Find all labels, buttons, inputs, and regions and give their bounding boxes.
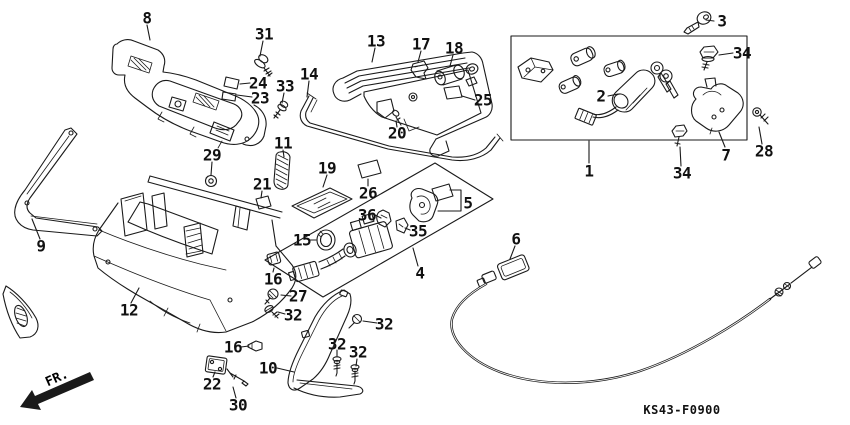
- part-label-32-40: 32: [348, 342, 368, 362]
- part-31-screw: [254, 54, 273, 77]
- part-33-screw: [273, 100, 289, 119]
- part-12-inner-box: [92, 175, 297, 334]
- drawing-code: KS43-F0900: [643, 403, 721, 417]
- part-label-6-28: 6: [511, 229, 521, 249]
- part-label-12-30: 12: [119, 300, 139, 320]
- part-label-11-19: 11: [273, 133, 293, 153]
- part-label-34-12: 34: [732, 43, 752, 63]
- part-32-screw-b: [348, 313, 363, 329]
- part-label-32-39: 32: [327, 334, 347, 354]
- part-label-9-29: 9: [36, 236, 46, 256]
- part-16-clip-upper: [266, 251, 282, 266]
- part-16-clip-lower: [247, 340, 263, 352]
- part-27-pin: [264, 288, 279, 305]
- part-19-tray-mat: [291, 187, 353, 219]
- part-13-lid-frame: [332, 51, 493, 157]
- part-label-27-32: 27: [288, 286, 308, 306]
- part-label-13-6: 13: [366, 31, 386, 51]
- part-8-upper-lid: [111, 39, 267, 149]
- part-26-plate: [357, 159, 382, 179]
- part-label-36-23: 36: [357, 205, 377, 225]
- part-label-33-4: 33: [275, 76, 295, 96]
- part-label-5-25: 5: [463, 193, 473, 213]
- part-label-31-1: 31: [254, 24, 274, 44]
- part-2-main-lock-cylinder: [574, 61, 679, 126]
- part-4-assembly-outline: [264, 162, 494, 298]
- part-5-latch: [409, 183, 454, 223]
- part-10-side-panel: [287, 289, 364, 398]
- part-label-23-3: 23: [250, 88, 270, 108]
- part-label-18-8: 18: [444, 38, 464, 58]
- part-36-clip: [376, 209, 392, 228]
- part-label-32-33: 32: [283, 305, 303, 325]
- part-14-seal-strip: [299, 92, 504, 162]
- part-25-plate: [443, 85, 463, 100]
- part-label-22-36: 22: [202, 374, 222, 394]
- part-21-plate: [255, 195, 272, 210]
- part-label-14-5: 14: [299, 64, 319, 84]
- front-direction-arrow: [20, 372, 94, 410]
- part-34-bolt-lower: [671, 124, 688, 147]
- part-15-knob: [316, 229, 336, 251]
- part-32-screw-d: [350, 364, 360, 385]
- part-label-3-11: 3: [717, 11, 727, 31]
- part-35-clip: [395, 217, 409, 234]
- part-label-32-38: 32: [374, 314, 394, 334]
- part-label-2-13: 2: [596, 86, 606, 106]
- part-23-plate: [221, 91, 237, 102]
- part-label-28-16: 28: [754, 141, 774, 161]
- part-12-side-flange: [2, 285, 39, 339]
- part-7-bracket: [690, 77, 744, 135]
- part-label-34-17: 34: [672, 163, 692, 183]
- part-label-8-0: 8: [142, 8, 152, 28]
- part-label-21-20: 21: [252, 174, 272, 194]
- part-32-screw-a: [264, 305, 280, 319]
- part-22-plate: [204, 355, 228, 375]
- part-label-19-21: 19: [317, 158, 337, 178]
- part-17-latch-piece: [410, 60, 429, 80]
- part-11-cushion-strip: [273, 151, 291, 190]
- part-30-pin: [226, 368, 249, 387]
- part-24-plate: [223, 76, 240, 90]
- part-32-screw-c: [332, 356, 342, 377]
- part-20-pin: [392, 109, 402, 126]
- part-label-30-37: 30: [228, 395, 248, 415]
- part-label-7-15: 7: [721, 145, 731, 165]
- part-28-screw: [752, 107, 769, 125]
- part-label-25-9: 25: [473, 90, 493, 110]
- part-label-24-2: 24: [248, 73, 268, 93]
- part-4-switch-assembly: [288, 212, 393, 283]
- part-label-1-14: 1: [584, 161, 594, 181]
- part-6-cable: [450, 254, 822, 384]
- part-1-lock-set-box: [510, 35, 748, 141]
- part-9-corner-trim: [14, 127, 103, 237]
- part-label-29-18: 29: [202, 145, 222, 165]
- part-3-key: [683, 11, 712, 35]
- part-label-4-27: 4: [415, 263, 425, 283]
- part-label-35-24: 35: [408, 221, 428, 241]
- part-label-15-26: 15: [292, 230, 312, 250]
- part-label-17-7: 17: [411, 34, 431, 54]
- part-label-10-35: 10: [258, 358, 278, 378]
- part-label-26-22: 26: [358, 183, 378, 203]
- part-18-lock-cylinder: [434, 63, 479, 87]
- part-29-nut: [204, 174, 218, 188]
- leader-lines: [31, 19, 763, 399]
- part-34-bolt-upper: [699, 45, 719, 71]
- part-label-20-10: 20: [387, 123, 407, 143]
- part-label-16-31: 16: [263, 269, 283, 289]
- part-label-16-34: 16: [223, 337, 243, 357]
